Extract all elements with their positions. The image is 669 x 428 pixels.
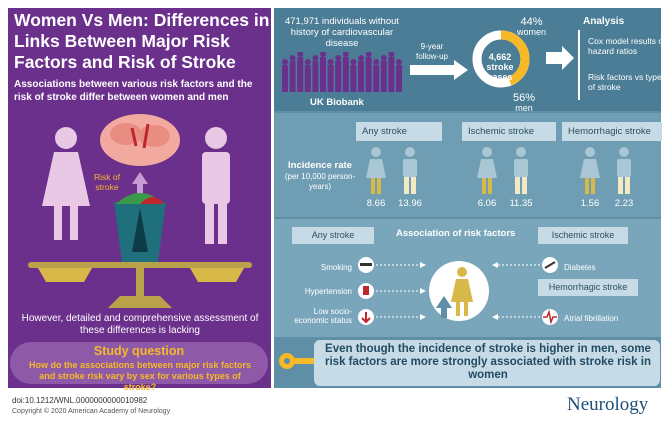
low-ses-icon [358,309,374,325]
ecg-icon [542,309,558,325]
risk-factor-smoking: Smoking [320,263,352,272]
incidence-women-ischemic: 6.06 [477,198,497,209]
woman-figure-icon [477,147,497,194]
women-percent: 44% women [517,16,547,38]
diabetes-icon [542,257,558,273]
tag-hemorrhagic-stroke: Hemorrhagic stroke [538,279,638,296]
incidence-women-any: 8.66 [366,198,386,209]
risk-factor-hypertension: Hypertension [304,287,352,296]
conclusion-box [314,340,660,386]
analysis-arrow-icon [546,46,574,70]
arrow-up-icon [132,172,148,194]
crowd-icon [282,52,402,92]
risk-factor-low-ses: Low socio-economic status [294,307,352,325]
ribbon-hemorrhagic-stroke: Hemorrhagic stroke [562,122,662,141]
incidence-women-hemorrhagic: 1.56 [580,198,600,209]
scale-base [108,296,172,308]
woman-figure-icon [451,267,473,316]
association-diagram [358,257,558,325]
woman-figure-icon [366,147,386,194]
incidence-rate-label: Incidence rate [288,160,352,171]
tag-any-stroke: Any stroke [292,227,374,244]
conclusion-text: Even though the incidence of stroke is h… [325,343,651,381]
study-question-box [10,342,268,384]
blood-pressure-icon [358,283,374,299]
analysis-item: Cox model results of hazard ratios [588,36,666,56]
cases-donut-chart [472,30,530,88]
left-pan [38,268,92,282]
right-pan [190,268,244,282]
study-question-title: Study question [93,344,185,358]
risk-of-stroke-label: Risk of stroke [94,172,120,192]
arrow-up-icon [436,296,452,318]
followup-arrow-icon [410,60,468,80]
man-figure-icon [514,147,528,194]
risk-gauge-icon [114,193,166,262]
risk-factor-diabetes: Diabetes [564,263,596,272]
lacking-text: However, detailed and comprehensive asse… [21,313,259,336]
balance-scale-illustration [28,114,252,308]
doi-text: doi:10.1212/WNL.0000000000010982 [12,396,148,405]
infographic-subtitle: Associations between various risk factor… [14,79,253,103]
stroke-cases-text: 4,662 stroke cases [486,52,514,82]
analysis-item: Risk factors vs type of stroke [588,72,662,92]
incidence-men-any: 13.96 [398,198,422,209]
woman-figure-icon [42,127,90,240]
man-figure-icon [617,147,631,194]
man-figure-icon [202,127,230,244]
infographic-title: Women Vs Men: Differences in Links Betwe… [14,10,270,72]
incidence-men-hemorrhagic: 2.23 [614,198,634,209]
men-percent: 56% men [513,92,536,114]
tag-ischemic-stroke: Ischemic stroke [538,227,628,244]
association-title: Association of risk factors [396,228,516,239]
analysis-divider [578,30,580,100]
smoking-icon [358,257,374,273]
uk-biobank-label: UK Biobank [310,97,364,108]
study-question-text: How do the associations between major ri… [28,360,252,392]
ribbon-ischemic-stroke: Ischemic stroke [462,122,556,141]
woman-figure-icon [580,147,600,194]
individuals-text: 471,971 individuals without history of c… [284,16,400,49]
neurology-logo: Neurology [567,394,649,415]
man-figure-icon [403,147,417,194]
brain-icon [100,114,180,166]
copyright-text: Copyright © 2020 American Academy of Neu… [12,408,171,415]
incidence-men-ischemic: 11.35 [509,198,533,209]
analysis-title: Analysis [583,16,625,27]
incidence-figures [366,147,631,194]
risk-factor-afib: Atrial fibrillation [564,314,619,323]
followup-text: 9-year follow-up [415,42,448,61]
incidence-rate-unit: (per 10,000 person-years) [284,172,356,191]
ribbon-any-stroke: Any stroke [356,122,442,141]
